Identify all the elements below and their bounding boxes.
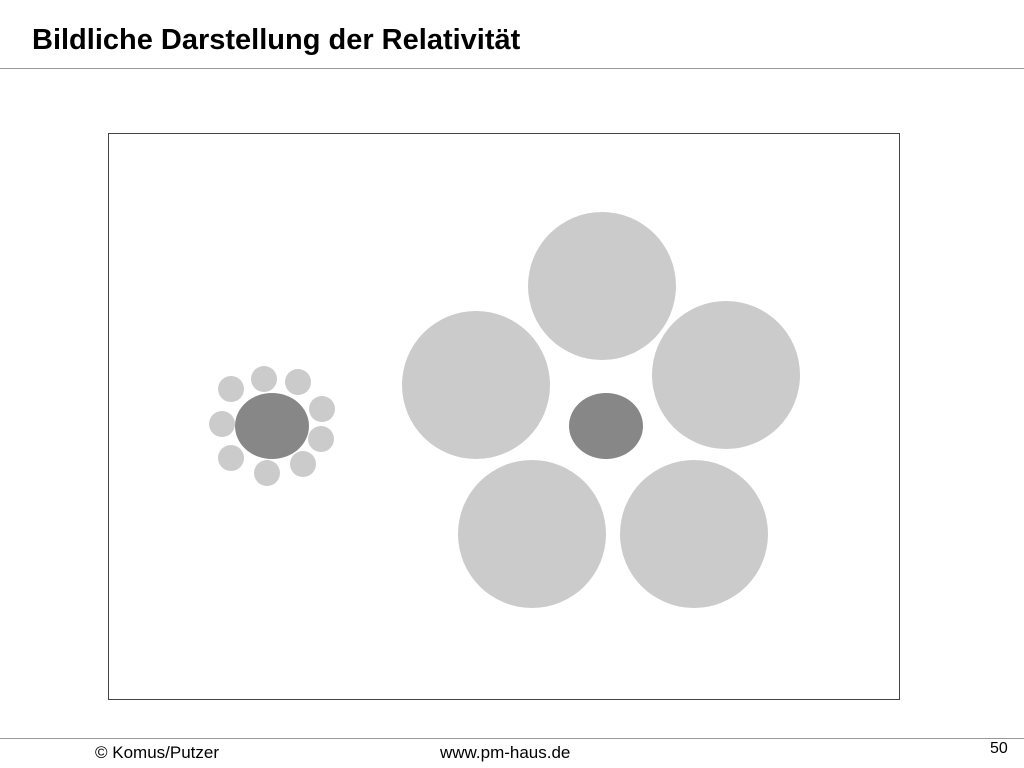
small-surround-circle [309,396,335,422]
large-surround-circle [652,301,800,449]
small-surround-group [209,366,335,486]
small-surround-circle [218,376,244,402]
relativity-illustration [209,212,800,608]
small-surround-circle [251,366,277,392]
title-divider [0,68,1024,69]
slide-title: Bildliche Darstellung der Relativität [32,24,521,56]
footer-website: www.pm-haus.de [440,743,571,762]
large-surround-circle [458,460,606,608]
large-surround-circle [620,460,768,608]
large-surround-circle [402,311,550,459]
footer-divider [0,738,1024,739]
center-ellipse-right [569,393,643,459]
large-surround-group [402,212,800,608]
center-ellipse-left [235,393,309,459]
small-surround-circle [218,445,244,471]
small-surround-circle [209,411,235,437]
small-surround-circle [254,460,280,486]
small-surround-circle [308,426,334,452]
footer-copyright: © Komus/Putzer [95,743,220,762]
large-surround-circle [528,212,676,360]
page-number: 50 [990,740,1008,757]
small-surround-circle [285,369,311,395]
figure-frame [108,133,900,700]
small-surround-circle [290,451,316,477]
